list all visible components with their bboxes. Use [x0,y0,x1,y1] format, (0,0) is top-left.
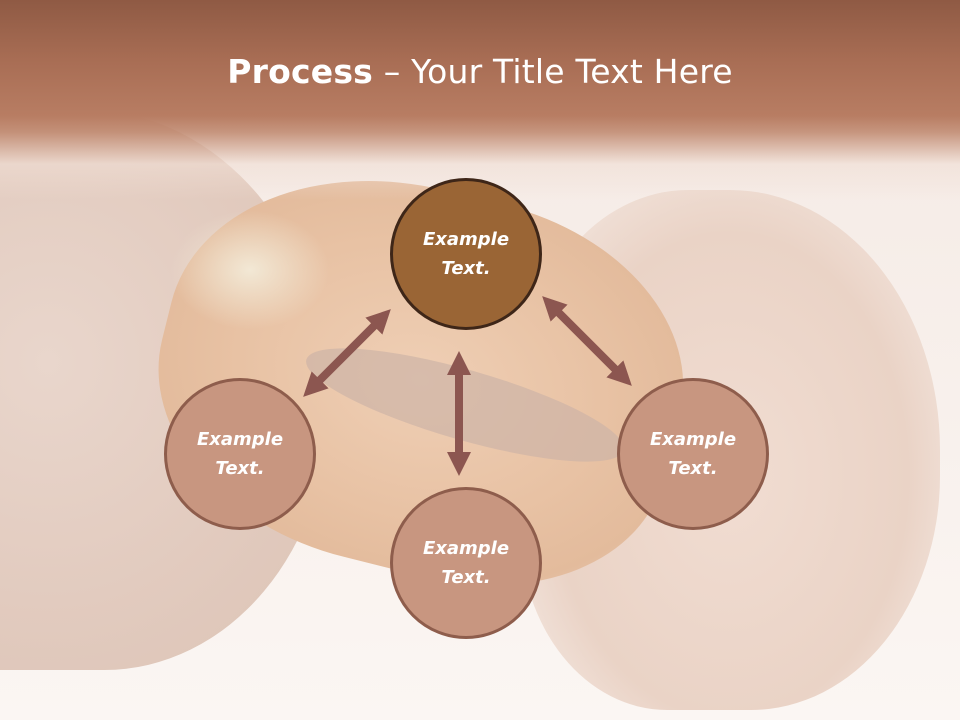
slide-title-bold: Process [227,52,374,91]
slide-title: Process – Your Title Text Here [0,52,960,91]
slide-title-rest: – Your Title Text Here [373,52,733,91]
background-lettuce [170,210,330,330]
title-band [0,0,960,200]
